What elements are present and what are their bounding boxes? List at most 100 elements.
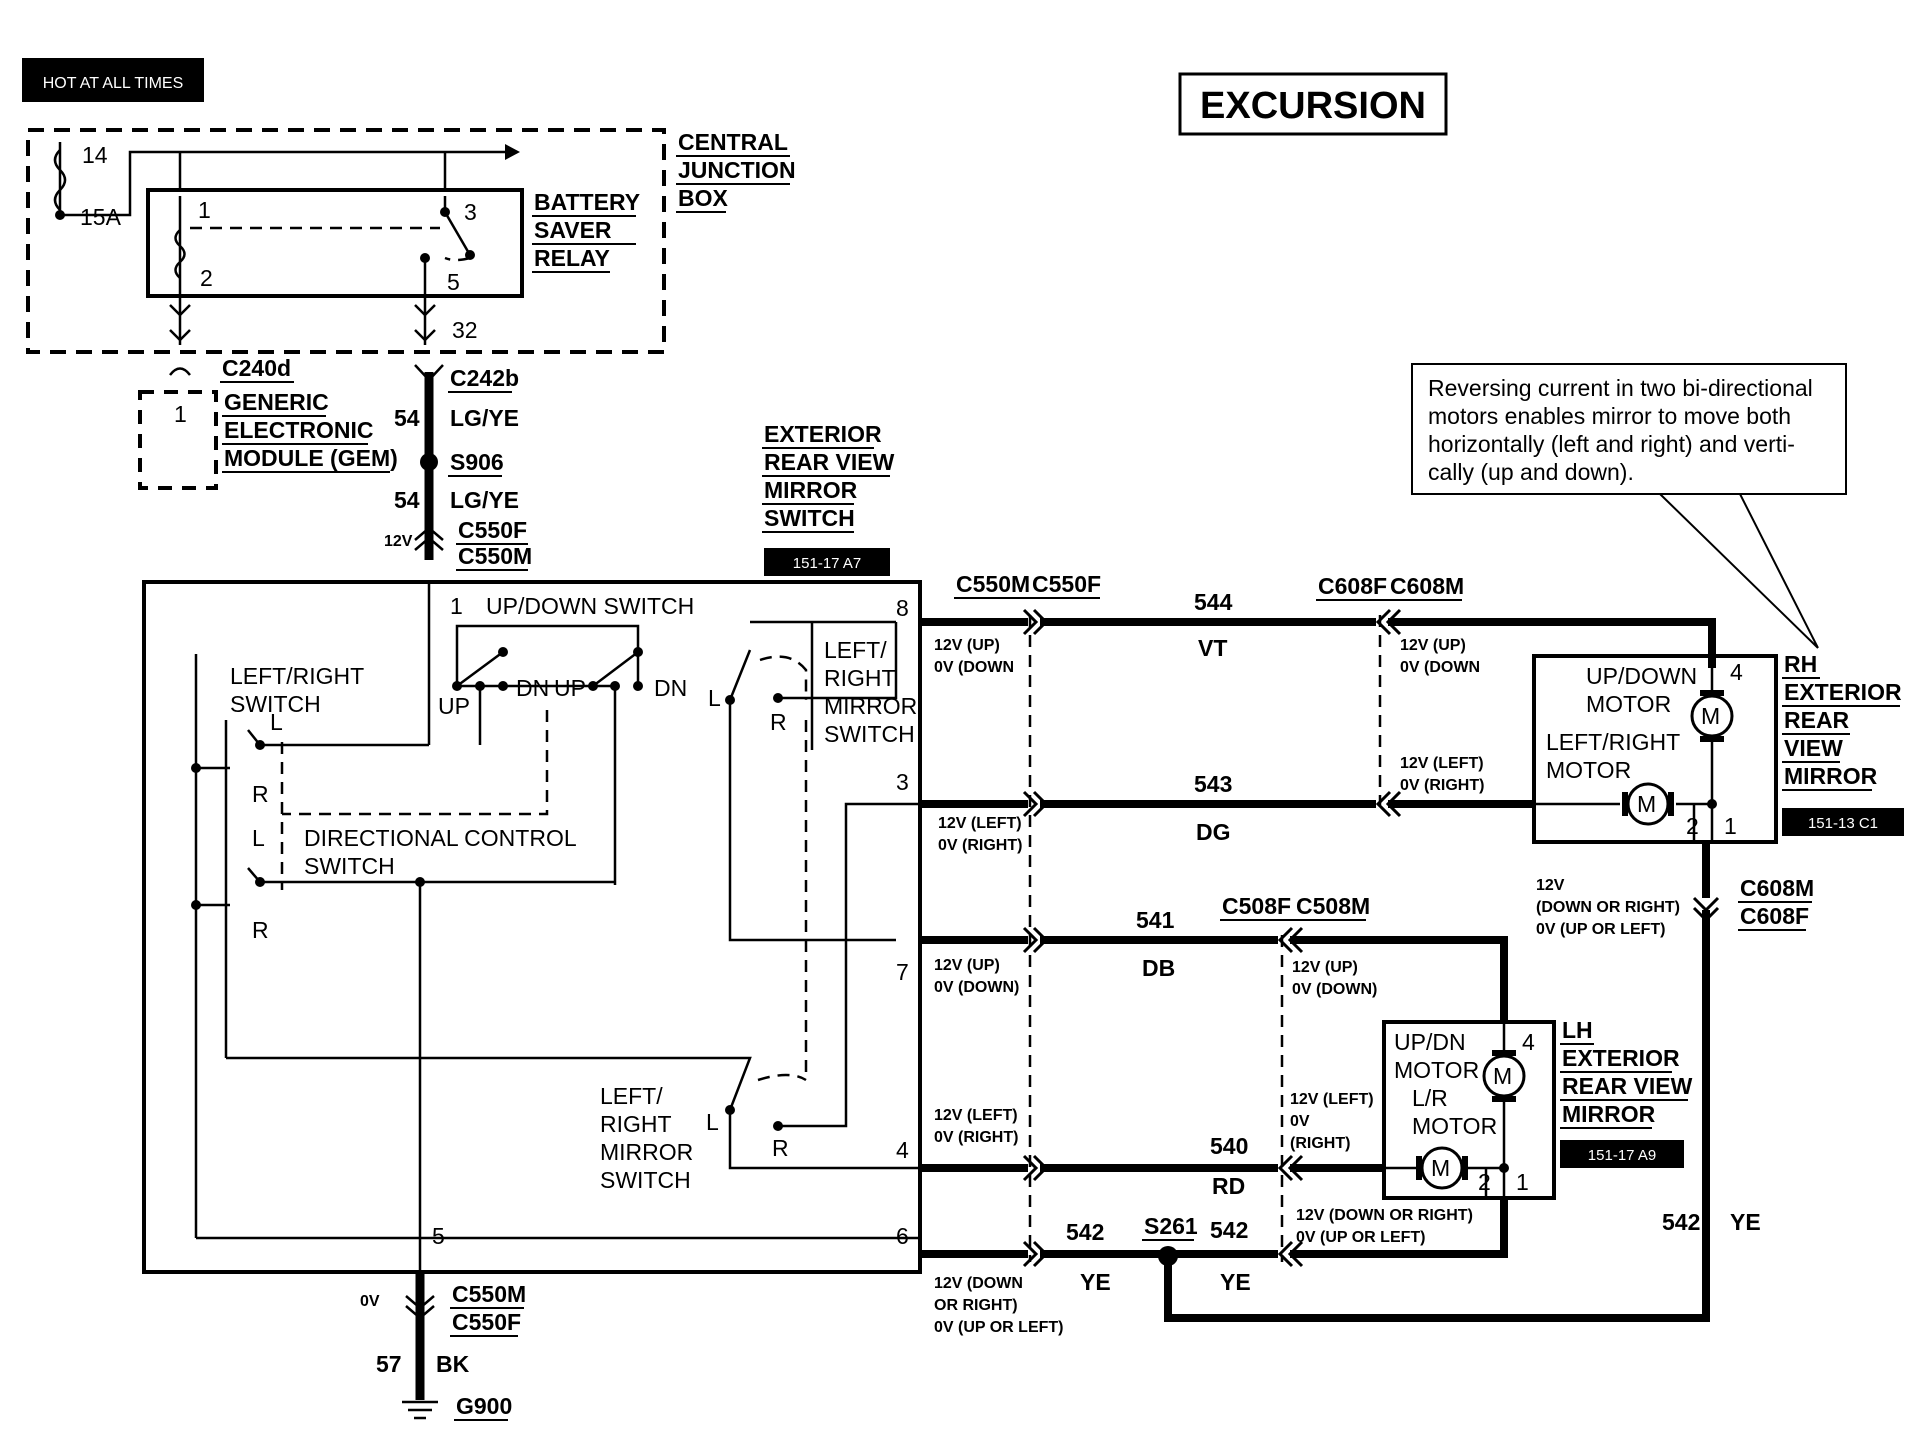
switch-name-line-2: REAR VIEW [764, 449, 895, 475]
lh-v-left-b: 0V [1290, 1113, 1310, 1130]
switch-name-line-4: SWITCH [764, 505, 855, 531]
lr-switch-l-1: L [270, 709, 283, 735]
lh-ref-badge [1560, 1140, 1684, 1168]
lower-mirror-switch-line-1: LEFT/ [600, 1083, 663, 1109]
lh-v-up-b: 0V (DOWN) [1292, 981, 1377, 998]
lh-name-line-2: EXTERIOR [1562, 1045, 1680, 1071]
junction-name-line-1: CENTRAL [678, 129, 788, 155]
rh-ref-badge [1782, 808, 1904, 836]
note-line-2: motors enables mirror to move both [1428, 403, 1791, 429]
wire-544-color: VT [1198, 635, 1227, 661]
lh-pin-2: 2 [1478, 1169, 1491, 1195]
switch-name-line-1: EXTERIOR [764, 421, 882, 447]
v-common-b: OR RIGHT) [934, 1297, 1018, 1314]
rh-v-common-c: 0V (UP OR LEFT) [1536, 921, 1666, 938]
feed-connector-c550m: C550M [458, 543, 532, 569]
harness-conn-c508m: C508M [1296, 893, 1370, 919]
dn-label-2: DN [654, 675, 687, 701]
lh-name-line-4: MIRROR [1562, 1101, 1656, 1127]
wire-542-color-left: YE [1080, 1269, 1111, 1295]
wire-542-circuit-mid: 542 [1210, 1217, 1248, 1243]
lh-name-line-1: LH [1562, 1017, 1593, 1043]
central-junction-box: 14 15A 1 2 3 5 32 BATTERY SAVER RELAY CE… [26, 128, 796, 354]
junction-output-terminal: 32 [452, 317, 478, 343]
switch-pin-8: 8 [896, 595, 909, 621]
feed-splice: S906 [450, 449, 504, 475]
up-label-2: UP [554, 675, 586, 701]
left-right-switch-line-2: SWITCH [230, 691, 321, 717]
title-box [1178, 72, 1448, 136]
upper-l-label: L [708, 685, 721, 711]
harness-conn-c550m: C550M [956, 571, 1030, 597]
lh-name-line-3: REAR VIEW [1562, 1073, 1693, 1099]
rh-v-up-a: 12V (UP) [1400, 637, 1466, 654]
gem-name-line-3: MODULE (GEM) [224, 445, 398, 471]
wire-544-circuit: 544 [1194, 589, 1233, 615]
relay-name-line-1: BATTERY [534, 189, 640, 215]
v-common-a: 12V (DOWN [934, 1275, 1023, 1292]
v-up-down-1-a: 12V (UP) [934, 637, 1000, 654]
v-common-c: 0V (UP OR LEFT) [934, 1319, 1064, 1336]
ground-connector-2: C550F [452, 1309, 521, 1335]
relay-pin-5: 5 [447, 269, 460, 295]
gem-name-line-1: GENERIC [224, 389, 329, 415]
rh-lower-conn-2: C608F [1740, 903, 1809, 929]
lower-mirror-switch-line-2: RIGHT [600, 1111, 672, 1137]
wire-542-color-right: YE [1730, 1209, 1761, 1235]
fuse-rating: 15A [80, 204, 122, 230]
switch-pin-4: 4 [896, 1137, 909, 1163]
lh-v-common-b: 0V (UP OR LEFT) [1296, 1229, 1426, 1246]
rh-left-right-motor-line-1: LEFT/RIGHT [1546, 729, 1680, 755]
rh-v-up-b: 0V (DOWN [1400, 659, 1480, 676]
feed-color-1: LG/YE [450, 405, 519, 431]
rh-v-common-b: (DOWN OR RIGHT) [1536, 899, 1680, 916]
v-left-right-2-b: 0V (RIGHT) [934, 1129, 1018, 1146]
directional-line-1: DIRECTIONAL CONTROL [304, 825, 577, 851]
feed-voltage: 12V [384, 533, 413, 550]
ground-connector-1: C550M [452, 1281, 526, 1307]
lh-up-down-motor-line-2: MOTOR [1394, 1057, 1479, 1083]
hot-at-all-times-label: HOT AT ALL TIMES [43, 75, 184, 92]
gem-pin: 1 [174, 401, 187, 427]
splice-s261: S261 [1144, 1213, 1198, 1239]
lr-switch-l-2: L [252, 825, 265, 851]
lh-pin-4: 4 [1522, 1029, 1535, 1055]
feed-connector-c550f: C550F [458, 517, 527, 543]
rh-left-right-motor-line-2: MOTOR [1546, 757, 1631, 783]
exterior-mirror-switch: EXTERIOR REAR VIEW MIRROR SWITCH 151-17 … [142, 421, 922, 1274]
wire-541-circuit: 541 [1136, 907, 1175, 933]
junction-name-line-3: BOX [678, 185, 729, 211]
lh-up-down-motor-line-1: UP/DN [1394, 1029, 1466, 1055]
rh-name-line-5: MIRROR [1784, 763, 1878, 789]
note-line-3: horizontally (left and right) and verti- [1428, 431, 1795, 457]
upper-r-label: R [770, 709, 787, 735]
power-feed-circuit: C242b 54 LG/YE S906 54 LG/YE 12V C550F C… [384, 364, 532, 571]
rh-v-common-a: 12V [1536, 877, 1565, 894]
harness-conn-c608m: C608M [1390, 573, 1464, 599]
rh-motor-up-symbol: M [1701, 703, 1720, 729]
switch-pin-6: 6 [896, 1223, 909, 1249]
harness-conn-c550f: C550F [1032, 571, 1101, 597]
directional-line-2: SWITCH [304, 853, 395, 879]
relay-name-line-2: SAVER [534, 217, 612, 243]
dn-label-1: DN [516, 675, 549, 701]
lower-l-label: L [706, 1109, 719, 1135]
lh-v-left-a: 12V (LEFT) [1290, 1091, 1374, 1108]
relay-pin-1: 1 [198, 197, 211, 223]
rh-name-line-2: EXTERIOR [1784, 679, 1902, 705]
v-left-right-1-b: 0V (RIGHT) [938, 837, 1022, 854]
rh-pin-4: 4 [1730, 659, 1743, 685]
wire-543-color: DG [1196, 819, 1231, 845]
switch-ref: 151-17 A7 [793, 555, 861, 572]
relay-pin-3: 3 [464, 199, 477, 225]
v-left-right-2-a: 12V (LEFT) [934, 1107, 1018, 1124]
lh-exterior-mirror: M M UP/DN MOTOR L/R MOTOR 4 2 1 LH EXTER… [1382, 1017, 1693, 1200]
rh-motor-lr-symbol: M [1637, 791, 1656, 817]
rh-pin-1: 1 [1724, 813, 1737, 839]
rh-name-line-4: VIEW [1784, 735, 1843, 761]
rh-v-left-a: 12V (LEFT) [1400, 755, 1484, 772]
switch-pin-1: 1 [450, 593, 463, 619]
feed-circuit-2: 54 [394, 487, 420, 513]
lower-mirror-switch-line-4: SWITCH [600, 1167, 691, 1193]
